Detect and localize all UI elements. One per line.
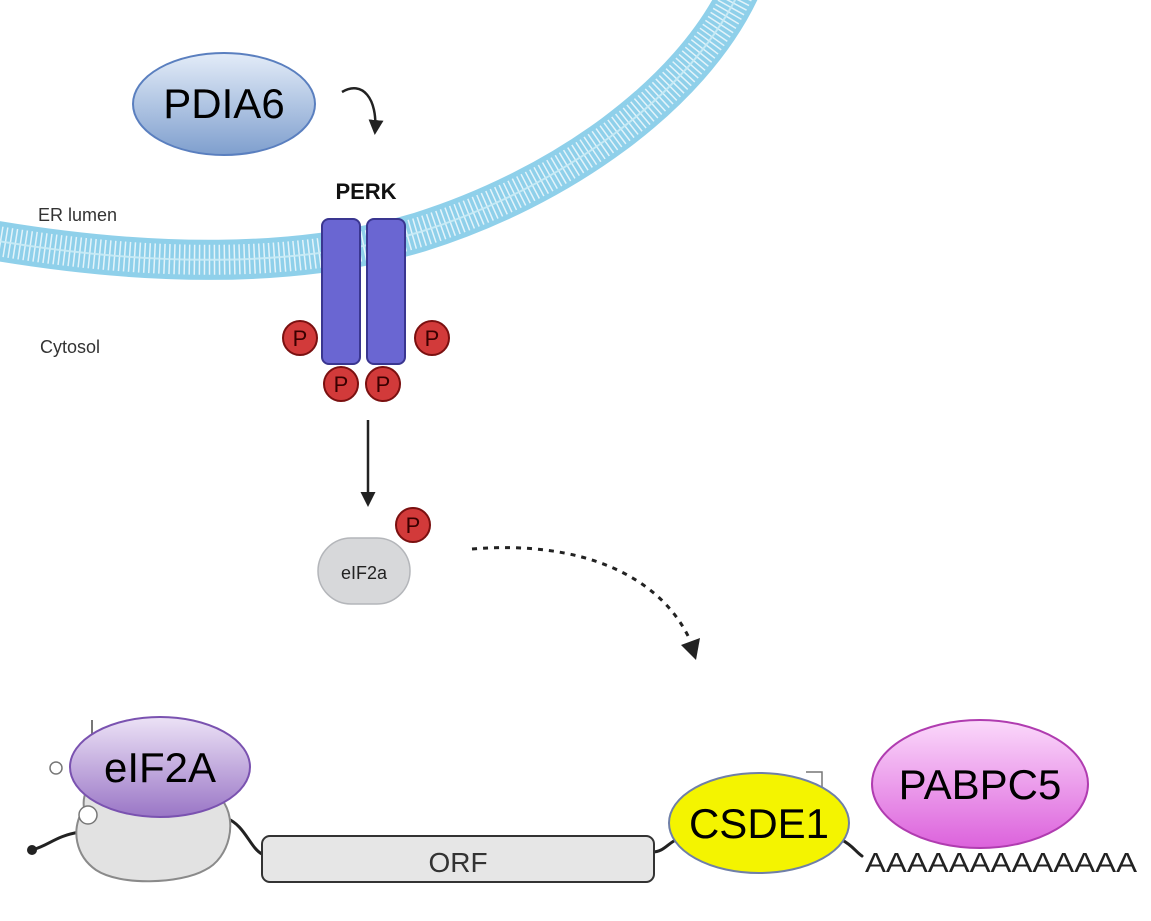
phospho-icon: P <box>365 366 401 402</box>
mrna-cap <box>27 845 37 855</box>
phospho-icon: P <box>395 507 431 543</box>
pabpc5-label: PABPC5 <box>899 761 1062 808</box>
phospho-icon: P <box>282 320 318 356</box>
csde1-bracket <box>806 771 823 790</box>
poly-a-tail: AAAAAAAAAAAAA <box>865 847 1137 878</box>
mrna-strand <box>30 816 864 858</box>
pabpc5-node: PABPC5 <box>871 719 1089 849</box>
csde1-node: CSDE1 <box>668 772 850 874</box>
eif2a-big-ellipse <box>69 716 251 818</box>
phospho-icon: P <box>323 366 359 402</box>
perk-subunit-left <box>321 218 361 365</box>
orf-box: ORF <box>261 835 655 883</box>
pdia6-to-perk-arrow <box>341 87 384 135</box>
eif2a-small-label: eIF2a <box>341 563 388 583</box>
orf-rect <box>261 835 655 883</box>
eif2a-protein-node: eIF2A <box>69 716 251 818</box>
svg-text:P: P <box>293 326 308 351</box>
eif2a-big-label: eIF2A <box>104 744 216 791</box>
cytosol-label: Cytosol <box>40 337 100 357</box>
perk-receptor: PERK <box>321 179 406 365</box>
dashed-curved-arrow <box>471 546 692 641</box>
svg-text:P: P <box>406 513 421 538</box>
svg-text:P: P <box>376 372 391 397</box>
pdia6-ellipse <box>132 52 316 156</box>
er-lumen-label: ER lumen <box>38 205 117 225</box>
pdia6-label: PDIA6 <box>163 80 284 127</box>
phospho-icon: P <box>414 320 450 356</box>
er-membrane <box>0 0 758 280</box>
svg-text:P: P <box>425 326 440 351</box>
csde1-ellipse <box>668 772 850 874</box>
eif2a-phospho-node: eIF2a P <box>317 507 431 605</box>
eif2a-small-shape <box>317 537 411 605</box>
svg-text:P: P <box>334 372 349 397</box>
perk-subunit-right <box>366 218 406 365</box>
perk-label: PERK <box>335 179 396 204</box>
pdia6-node: PDIA6 <box>132 52 316 156</box>
dashed-arrow-head <box>681 638 700 660</box>
orf-label: ORF <box>428 847 487 878</box>
csde1-label: CSDE1 <box>689 800 829 847</box>
pabpc5-ellipse <box>871 719 1089 849</box>
